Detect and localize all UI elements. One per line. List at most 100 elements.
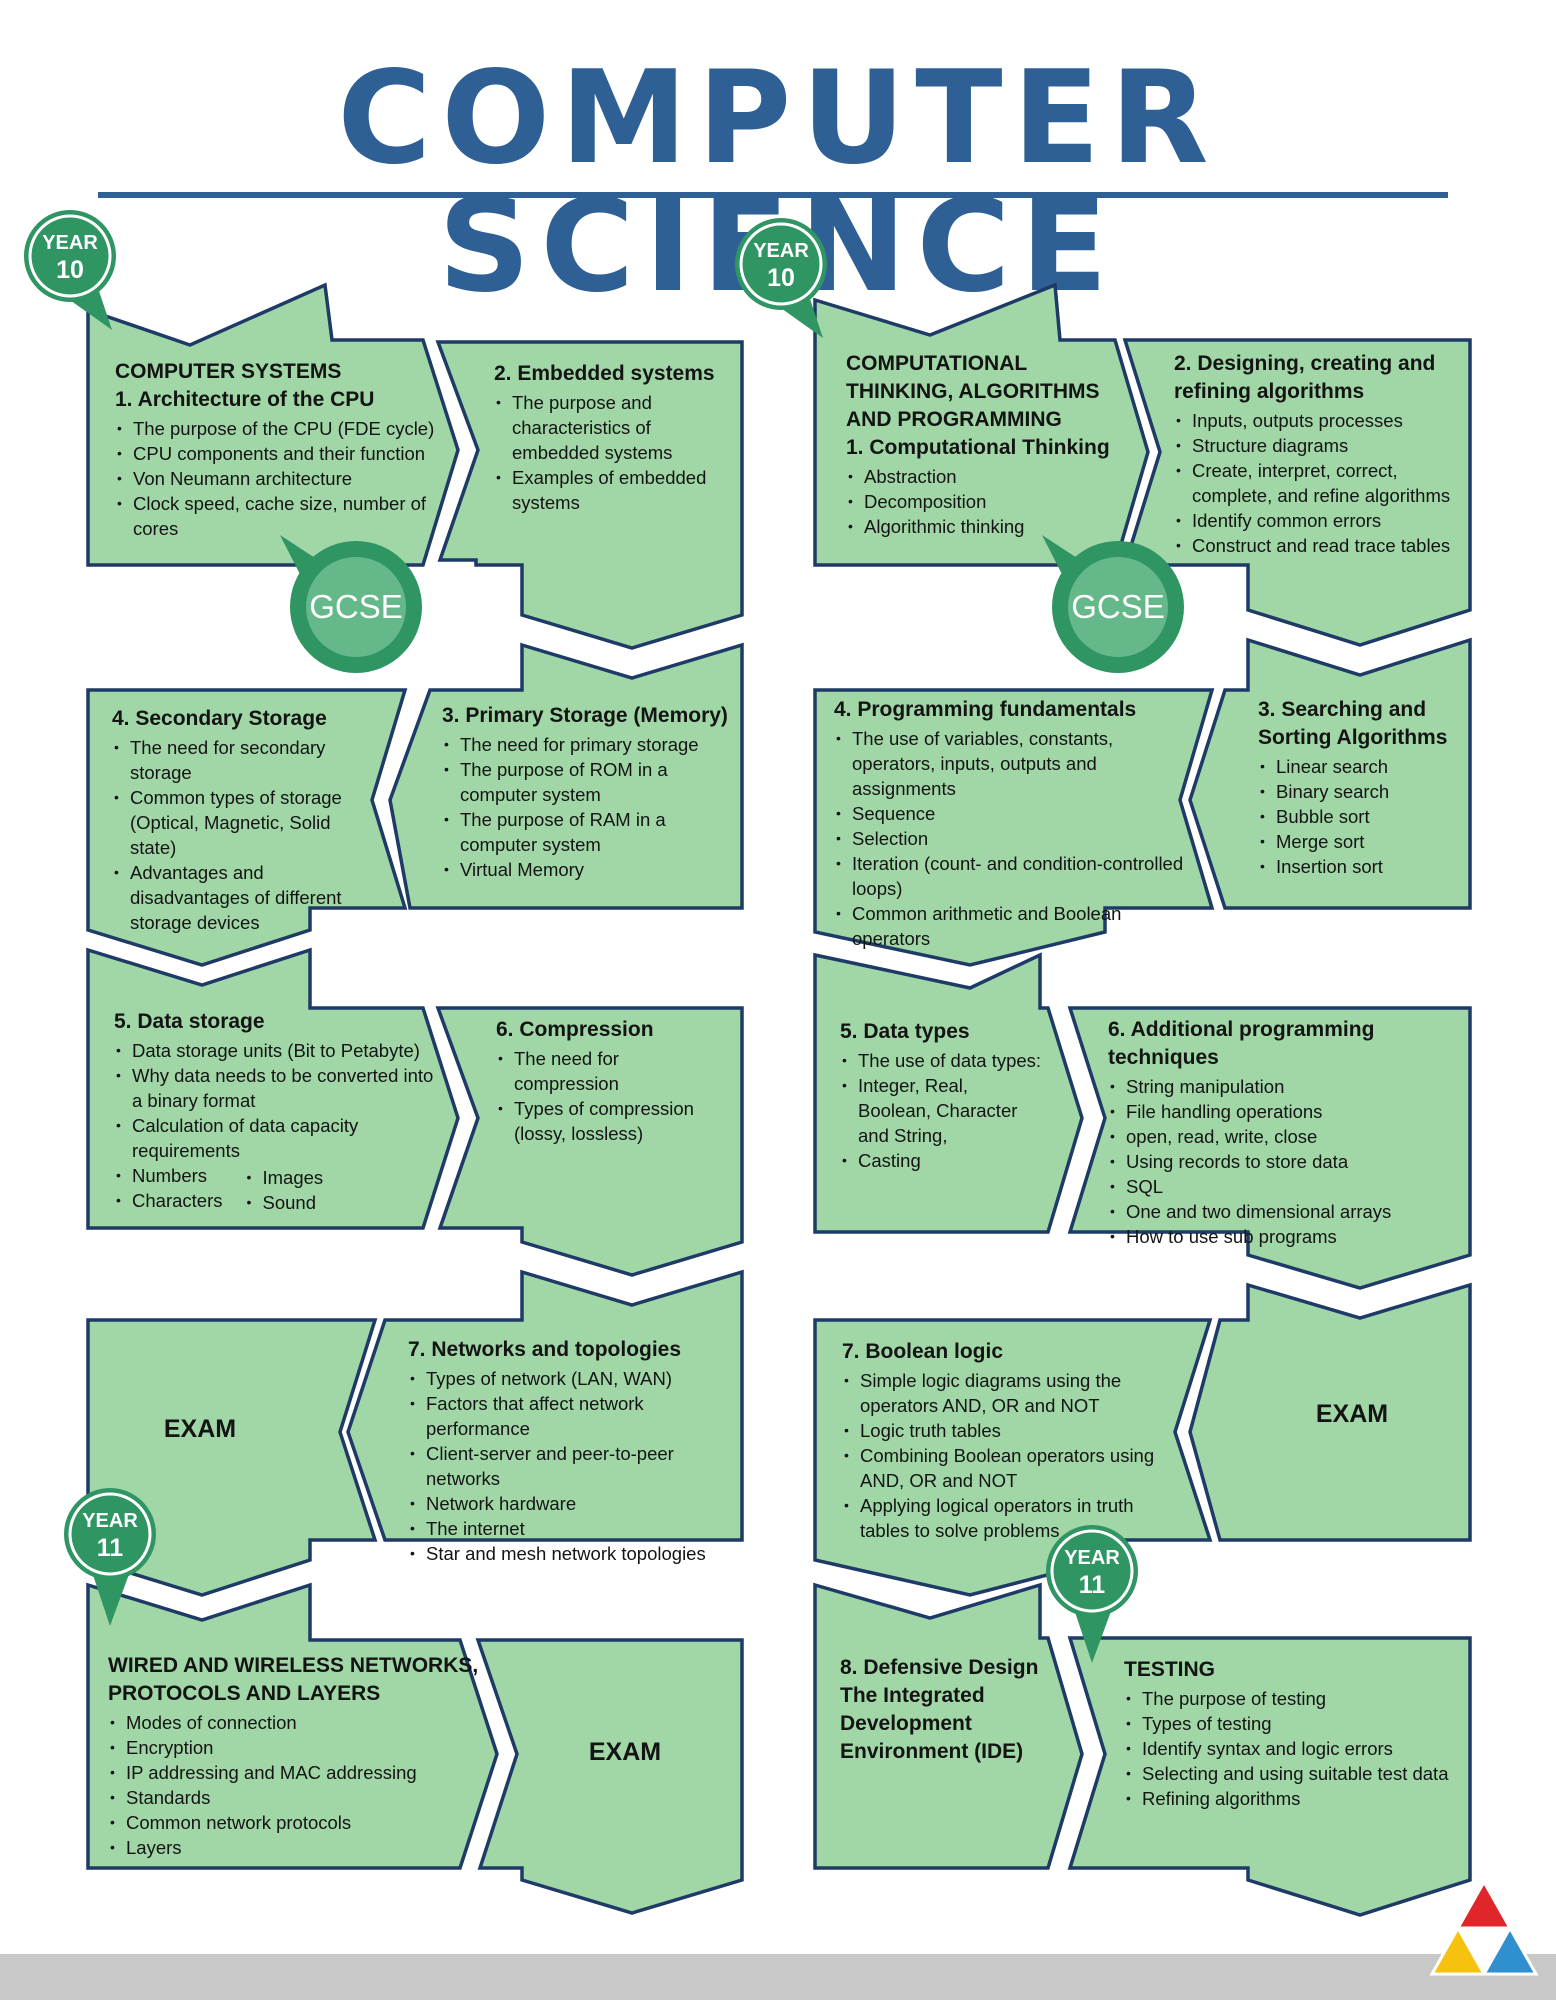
list-item: Modes of connection <box>108 1710 488 1735</box>
shape-right-defensive <box>813 1582 1084 1870</box>
list-item: The purpose and characteristics of embed… <box>494 390 724 465</box>
list-item: Images <box>244 1165 323 1190</box>
triangle-logo-icon <box>1429 1882 1539 1976</box>
list-item: Abstraction <box>846 464 1116 489</box>
list-item: String manipulation <box>1108 1074 1468 1099</box>
year-number: 10 <box>56 256 84 284</box>
list-item: Construct and read trace tables <box>1174 533 1464 558</box>
list-item: Inputs, outputs processes <box>1174 408 1464 433</box>
list-item: Simple logic diagrams using the operator… <box>842 1368 1167 1418</box>
list-item: Client-server and peer-to-peer networks <box>408 1441 738 1491</box>
speech-bubble-icon <box>1042 535 1184 673</box>
list-item: Common network protocols <box>108 1810 488 1835</box>
exam-label-left-2: EXAM <box>588 1738 662 1766</box>
year-11-pin-right: YEAR 11 <box>1044 1523 1140 1663</box>
shape-right-exam <box>1188 1282 1472 1542</box>
list-item: The use of variables, constants, operato… <box>834 726 1189 801</box>
list-primary-storage: The need for primary storage The purpose… <box>442 732 732 882</box>
list-item: Von Neumann architecture <box>115 466 435 491</box>
list-embedded-systems: The purpose and characteristics of embed… <box>494 390 724 515</box>
card-embedded-systems: 2. Embedded systems The purpose and char… <box>494 360 724 515</box>
heading-data-storage: 5. Data storage <box>114 1010 265 1033</box>
list-item: Applying logical operators in truth tabl… <box>842 1493 1167 1543</box>
list-item: Sequence <box>834 801 1189 826</box>
list-item: Advantages and disadvantages of differen… <box>112 860 377 935</box>
list-wired-wireless: Modes of connection Encryption IP addres… <box>108 1710 488 1860</box>
card-testing: TESTING The purpose of testing Types of … <box>1124 1656 1464 1811</box>
card-architecture-cpu: COMPUTER SYSTEMS 1. Architecture of the … <box>115 358 435 541</box>
list-item: The purpose of RAM in a computer system <box>442 807 732 857</box>
card-networks-topologies: 7. Networks and topologies Types of netw… <box>408 1336 738 1566</box>
map-pin-icon <box>24 210 116 330</box>
list-item: open, read, write, close <box>1108 1124 1468 1149</box>
heading-networks-topologies: 7. Networks and topologies <box>408 1338 682 1361</box>
card-data-storage: 5. Data storage Data storage units (Bit … <box>114 1008 444 1215</box>
speech-bubble-icon <box>280 535 422 673</box>
list-col-b: Images Sound <box>244 1165 323 1215</box>
card-primary-storage: 3. Primary Storage (Memory) The need for… <box>442 702 732 882</box>
card-searching-sorting: 3. Searching and Sorting Algorithms Line… <box>1258 696 1458 879</box>
data-types-columns: Numbers Characters Images Sound <box>114 1163 444 1215</box>
heading-computational-thinking: 1. Computational Thinking <box>846 436 1110 459</box>
list-item: Layers <box>108 1835 488 1860</box>
heading-computational-algorithms: COMPUTATIONAL THINKING, ALGORITHMS AND P… <box>846 352 1100 431</box>
list-item: Clock speed, cache size, number of cores <box>115 491 435 541</box>
heading-secondary-storage: 4. Secondary Storage <box>112 707 327 730</box>
list-searching-sorting: Linear search Binary search Bubble sort … <box>1258 754 1458 879</box>
card-boolean-logic: 7. Boolean logic Simple logic diagrams u… <box>842 1338 1167 1543</box>
heading-compression: 6. Compression <box>496 1018 654 1041</box>
list-item: Identify syntax and logic errors <box>1124 1736 1464 1761</box>
card-data-types: 5. Data types The use of data types: Int… <box>840 1018 1045 1173</box>
list-designing-algorithms: Inputs, outputs processes Structure diag… <box>1174 408 1464 558</box>
list-item: Common arithmetic and Boolean operators <box>834 901 1189 951</box>
list-additional-techniques: String manipulation File handling operat… <box>1108 1074 1468 1249</box>
list-item: Iteration (count- and condition-controll… <box>834 851 1189 901</box>
list-item: SQL <box>1108 1174 1468 1199</box>
list-item: Integer, Real, Boolean, Character and St… <box>840 1073 1045 1148</box>
shape-left-exam2 <box>475 1638 744 1915</box>
list-item: Binary search <box>1258 779 1458 804</box>
list-item: The need for secondary storage <box>112 735 377 785</box>
list-item: File handling operations <box>1108 1099 1468 1124</box>
gcse-label: GCSE <box>1071 588 1165 625</box>
heading-searching-sorting: 3. Searching and Sorting Algorithms <box>1258 698 1448 749</box>
map-pin-icon <box>1046 1525 1138 1663</box>
list-item: Identify common errors <box>1174 508 1464 533</box>
heading-embedded-systems: 2. Embedded systems <box>494 362 715 385</box>
list-testing: The purpose of testing Types of testing … <box>1124 1686 1464 1811</box>
year-label: YEAR <box>42 232 98 254</box>
card-additional-techniques: 6. Additional programming techniques Str… <box>1108 1016 1468 1249</box>
list-item: Algorithmic thinking <box>846 514 1116 539</box>
list-item: Casting <box>840 1148 1045 1173</box>
list-item: Insertion sort <box>1258 854 1458 879</box>
list-item: Linear search <box>1258 754 1458 779</box>
list-item: CPU components and their function <box>115 441 435 466</box>
list-item: One and two dimensional arrays <box>1108 1199 1468 1224</box>
list-architecture-cpu: The purpose of the CPU (FDE cycle) CPU c… <box>115 416 435 541</box>
list-compression: The need for compression Types of compre… <box>496 1046 716 1146</box>
year-label: YEAR <box>1064 1547 1120 1569</box>
list-item: Why data needs to be converted into a bi… <box>114 1063 444 1113</box>
list-item: Types of testing <box>1124 1711 1464 1736</box>
heading-protocols-layers: PROTOCOLS AND LAYERS <box>108 1682 381 1705</box>
list-item: Common types of storage (Optical, Magnet… <box>112 785 377 860</box>
list-item: The internet <box>408 1516 738 1541</box>
heading-architecture-cpu: 1. Architecture of the CPU <box>115 388 375 411</box>
year-10-pin-left: YEAR 10 <box>22 208 118 332</box>
card-secondary-storage: 4. Secondary Storage The need for second… <box>112 705 377 935</box>
heading-programming-fundamentals: 4. Programming fundamentals <box>834 698 1137 721</box>
list-item: Characters <box>114 1188 222 1213</box>
gcse-label: GCSE <box>309 588 403 625</box>
list-computational-thinking: Abstraction Decomposition Algorithmic th… <box>846 464 1116 539</box>
list-item: Numbers <box>114 1163 222 1188</box>
list-item: Encryption <box>108 1735 488 1760</box>
list-item: Standards <box>108 1785 488 1810</box>
list-item: Selecting and using suitable test data <box>1124 1761 1464 1786</box>
list-data-storage: Data storage units (Bit to Petabyte) Why… <box>114 1038 444 1163</box>
list-item: The purpose of the CPU (FDE cycle) <box>115 416 435 441</box>
card-defensive-design: 8. Defensive Design The Integrated Devel… <box>840 1654 1040 1766</box>
card-compression: 6. Compression The need for compression … <box>496 1016 716 1146</box>
list-boolean-logic: Simple logic diagrams using the operator… <box>842 1368 1167 1543</box>
heading-additional-techniques: 6. Additional programming techniques <box>1108 1018 1375 1069</box>
list-item: The use of data types: <box>840 1048 1045 1073</box>
